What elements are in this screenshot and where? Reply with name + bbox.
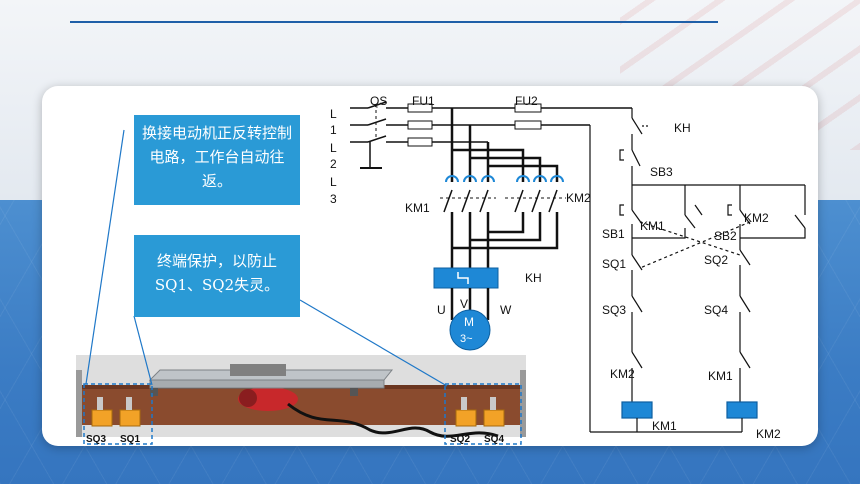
km1-power-label: KM1 bbox=[405, 201, 430, 215]
qs-label: QS bbox=[370, 94, 387, 108]
note-end-protection: 终端保护，以防止SQ1、SQ2失灵。 bbox=[134, 235, 300, 317]
km1-coil bbox=[621, 401, 653, 419]
km1-interlock-label: KM1 bbox=[708, 369, 733, 383]
note-reverse-control: 换接电动机正反转控制电路，工作台自动往返。 bbox=[134, 115, 300, 205]
fu2-label: FU2 bbox=[515, 94, 538, 108]
sq4-machine-label: SQ4 bbox=[484, 434, 504, 445]
motor-phase-label: 3~ bbox=[460, 333, 473, 345]
km2-hold-label: KM2 bbox=[744, 211, 769, 225]
sq4-label: SQ4 bbox=[704, 303, 728, 317]
left-limit-frame bbox=[83, 383, 153, 445]
motor-label: M bbox=[464, 315, 474, 329]
sq1-label: SQ1 bbox=[602, 257, 626, 271]
km2-power-label: KM2 bbox=[566, 191, 591, 205]
line-label-2: 1 bbox=[330, 123, 337, 137]
km2-coil bbox=[726, 401, 758, 419]
km2-coil-label: KM2 bbox=[756, 427, 781, 441]
sq3-label: SQ3 bbox=[602, 303, 626, 317]
motor bbox=[449, 309, 491, 351]
right-limit-frame bbox=[444, 383, 522, 445]
sb2-label: SB2 bbox=[714, 229, 737, 243]
header-rule bbox=[70, 21, 718, 23]
sb1-label: SB1 bbox=[602, 227, 625, 241]
line-label-5: L bbox=[330, 175, 337, 189]
line-label-4: 2 bbox=[330, 157, 337, 171]
power-circuit: L 1 L 2 L 3 QS FU1 FU2 bbox=[330, 94, 632, 351]
km2-interlock-label: KM2 bbox=[610, 367, 635, 381]
line-label-3: L bbox=[330, 141, 337, 155]
sq1-machine-label: SQ1 bbox=[120, 434, 140, 445]
km1-coil-label: KM1 bbox=[652, 419, 677, 433]
line-label-1: L bbox=[330, 107, 337, 121]
line-label-6: 3 bbox=[330, 192, 337, 206]
control-circuit: KH SB3 SB1 KM1 SB2 KM2 bbox=[589, 108, 806, 441]
sb3-label: SB3 bbox=[650, 165, 673, 179]
kh-control-label: KH bbox=[674, 121, 691, 135]
phase-v-label: V bbox=[460, 297, 468, 311]
phase-w-label: W bbox=[500, 303, 512, 317]
phase-u-label: U bbox=[437, 303, 446, 317]
sq3-machine-label: SQ3 bbox=[86, 434, 106, 445]
sq2-machine-label: SQ2 bbox=[450, 434, 470, 445]
worktable-illustration: SQ3 SQ1 SQ2 SQ4 bbox=[76, 129, 526, 445]
kh-power-label: KH bbox=[525, 271, 542, 285]
sq2-label: SQ2 bbox=[704, 253, 728, 267]
